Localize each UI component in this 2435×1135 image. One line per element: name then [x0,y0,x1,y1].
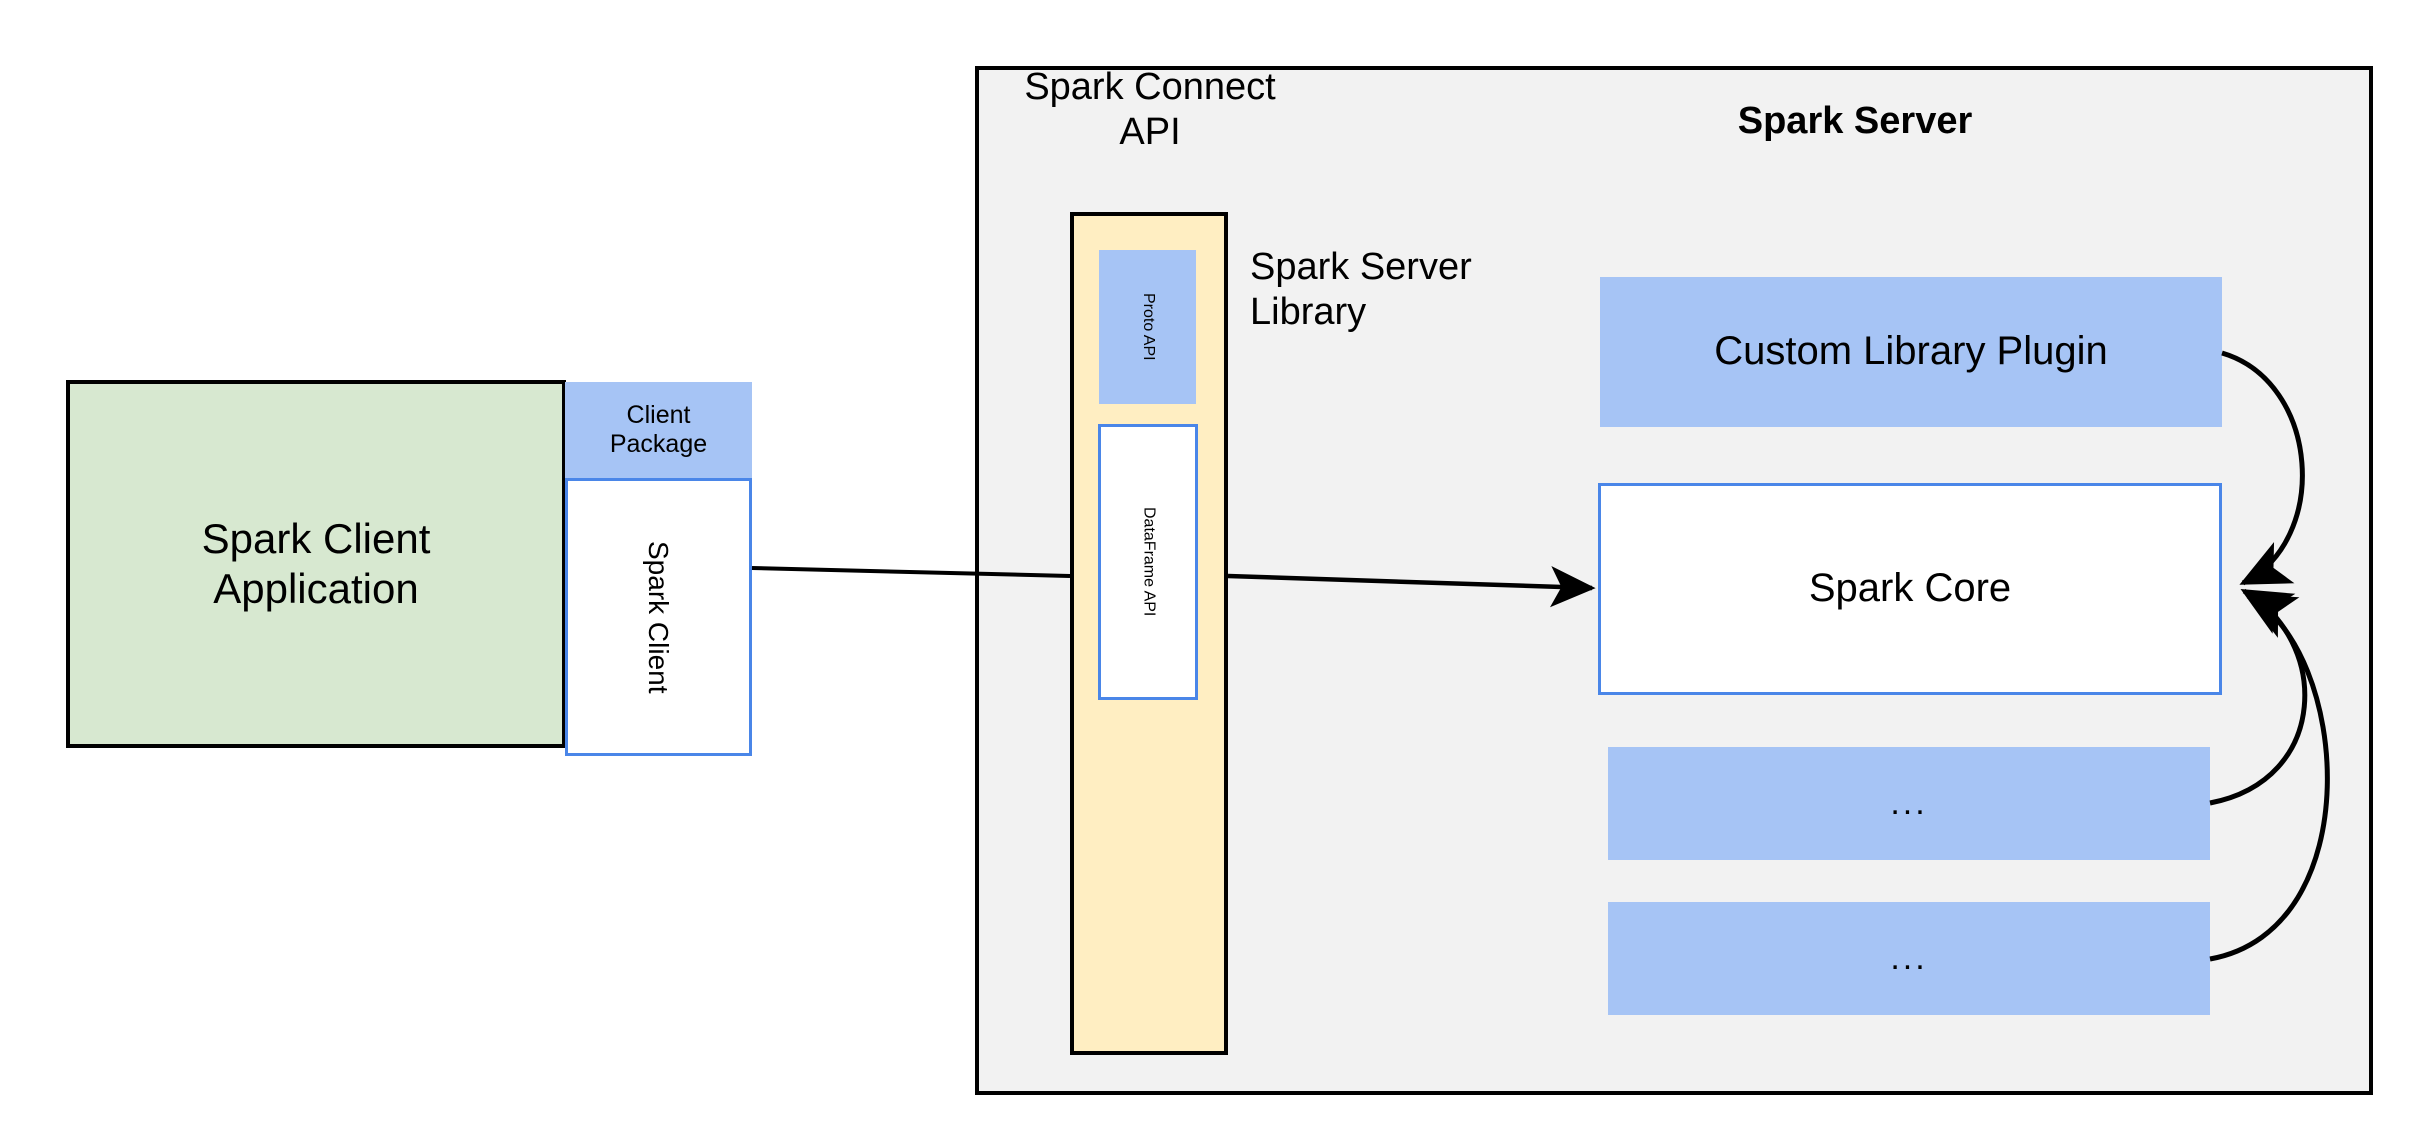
spark-connect-api-label-line2: API [1119,111,1181,153]
spark-server-library-label-line1: Spark Server [1250,246,1472,289]
client-package-label-line2: Package [609,430,708,458]
custom-library-plugin-label: Custom Library Plugin [1714,329,2108,374]
spark-client-application-box[interactable]: Spark Client Application [66,380,566,748]
spark-client-label: Spark Client [643,540,675,694]
proto-api-label: Proto API [1139,293,1157,361]
spark-core-box[interactable]: Spark Core [1598,483,2222,695]
client-package-box[interactable]: Client Package [565,382,752,478]
client-package-label-line1: Client [626,400,691,429]
proto-api-box[interactable]: Proto API [1099,250,1196,404]
dataframe-api-label: DataFrame API [1140,507,1158,617]
module-placeholder-label-2: ... [1890,939,1928,978]
spark-client-box[interactable]: Spark Client [565,478,752,756]
dataframe-api-box[interactable]: DataFrame API [1098,424,1198,700]
custom-library-plugin-box[interactable]: Custom Library Plugin [1600,277,2222,427]
spark-connect-api-label: Spark Connect API [1000,60,1300,160]
spark-client-application-label-line1: Spark Client [201,515,431,563]
spark-server-library-label-line2: Library [1250,291,1367,333]
spark-server-library-label: Spark Server Library [1250,240,1540,340]
spark-client-application-label-line2: Application [213,565,419,612]
spark-server-title: Spark Server [1737,99,1973,142]
module-placeholder-box-2[interactable]: ... [1608,902,2210,1015]
spark-core-label: Spark Core [1808,566,2012,611]
spark-connect-api-label-line1: Spark Connect [1024,66,1276,109]
module-placeholder-label-1: ... [1890,784,1928,823]
module-placeholder-box-1[interactable]: ... [1608,747,2210,860]
